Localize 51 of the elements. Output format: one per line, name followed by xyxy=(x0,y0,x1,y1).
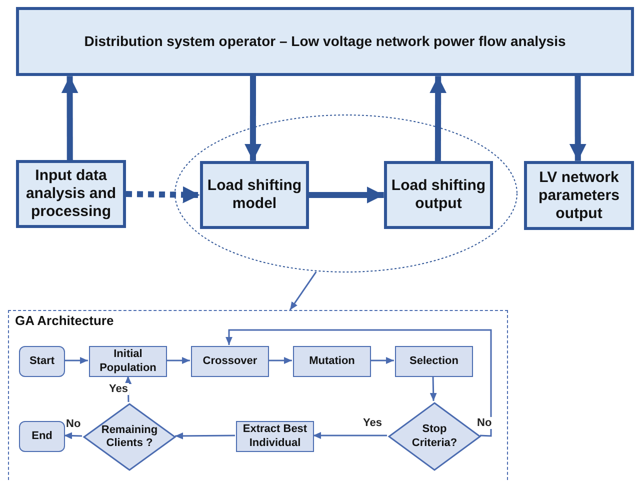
node-label: LV network parameters output xyxy=(538,168,620,222)
node-label: Stop Criteria? xyxy=(410,423,458,450)
process-box xyxy=(16,160,126,228)
node-label: Distribution system operator – Low voltage network power flow analysis xyxy=(84,33,566,50)
edge-label: Yes xyxy=(108,383,129,395)
process-box xyxy=(200,161,309,229)
panel-title: GA Architecture xyxy=(15,313,114,329)
terminal-box xyxy=(19,346,65,377)
decision-diamond xyxy=(83,403,176,471)
arrow xyxy=(268,357,292,364)
arrow xyxy=(289,271,317,310)
node-label: Initial Population xyxy=(98,348,158,375)
architecture-panel xyxy=(8,310,508,481)
node-label: Load shifting model xyxy=(207,177,302,213)
arrow xyxy=(126,186,200,204)
node-label: Start xyxy=(29,354,55,368)
node-label: Extract Best Individual xyxy=(242,423,308,450)
edge-label: No xyxy=(65,418,82,430)
terminal-box xyxy=(19,421,65,452)
arrow xyxy=(430,376,437,401)
arrow xyxy=(430,76,447,161)
process-box xyxy=(384,161,493,229)
node-label: Input data analysis and processing xyxy=(24,167,118,221)
process-box xyxy=(236,421,314,452)
arrow xyxy=(370,357,394,364)
node-label: Remaining Clients ? xyxy=(101,424,158,450)
node-label: Crossover xyxy=(202,354,258,368)
process-box xyxy=(524,161,634,230)
arrow xyxy=(226,329,492,437)
arrow xyxy=(64,432,82,440)
node-label: Mutation xyxy=(309,354,355,368)
process-box xyxy=(395,346,473,377)
process-box xyxy=(16,7,634,76)
node-label: Selection xyxy=(410,354,458,368)
arrow xyxy=(166,357,190,364)
arrow xyxy=(61,76,78,160)
arrow xyxy=(175,432,235,440)
edge-label: Yes xyxy=(362,417,383,429)
process-box xyxy=(89,346,167,377)
arrow xyxy=(313,432,387,439)
arrow xyxy=(244,76,262,161)
arrow xyxy=(64,357,88,364)
process-box xyxy=(293,346,371,377)
grouping-ellipse xyxy=(174,114,518,273)
node-label: End xyxy=(32,430,52,444)
arrow xyxy=(569,76,586,161)
arrow xyxy=(309,186,384,204)
edge-label: No xyxy=(476,417,493,429)
arrow xyxy=(124,376,132,402)
process-box xyxy=(191,346,269,377)
node-label: Load shifting output xyxy=(391,177,486,213)
